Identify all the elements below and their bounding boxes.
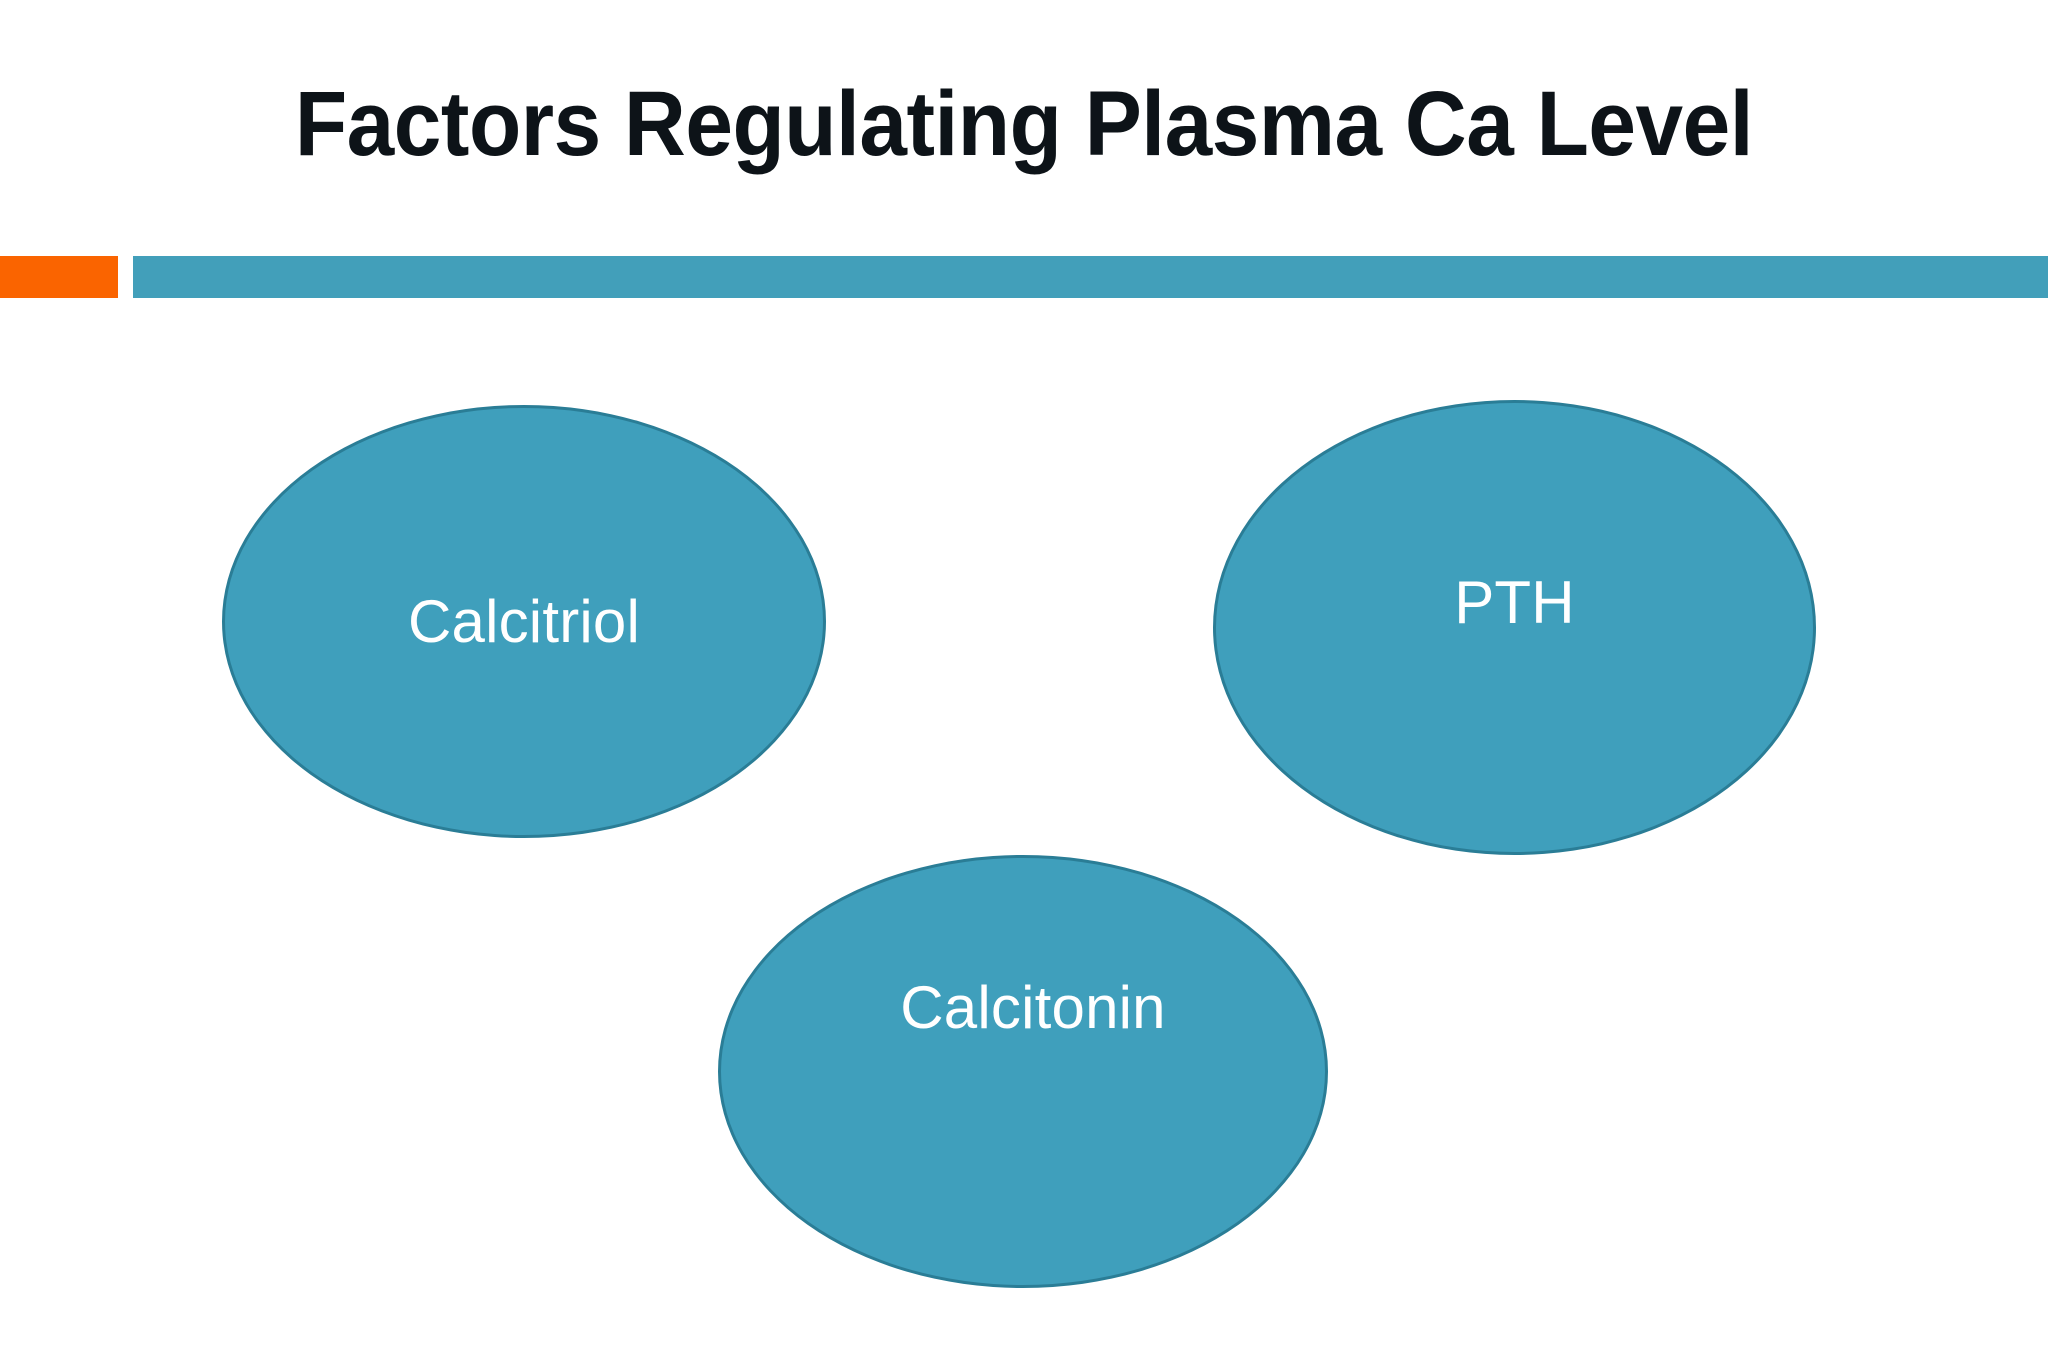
diagram-node-label: PTH	[1454, 569, 1575, 636]
title-accent-bar	[0, 256, 2048, 298]
diagram-node-calcitonin[interactable]: Calcitonin	[718, 855, 1328, 1288]
diagram-node-label: Calcitonin	[900, 974, 1166, 1041]
accent-bar-orange-block	[0, 256, 118, 298]
diagram-node-pth[interactable]: PTH	[1213, 400, 1816, 855]
diagram-node-calcitriol[interactable]: Calcitriol	[222, 405, 826, 838]
page-title: Factors Regulating Plasma Ca Level	[294, 72, 1754, 175]
accent-bar-teal-block	[133, 256, 2048, 298]
diagram-node-label: Calcitriol	[407, 587, 641, 655]
